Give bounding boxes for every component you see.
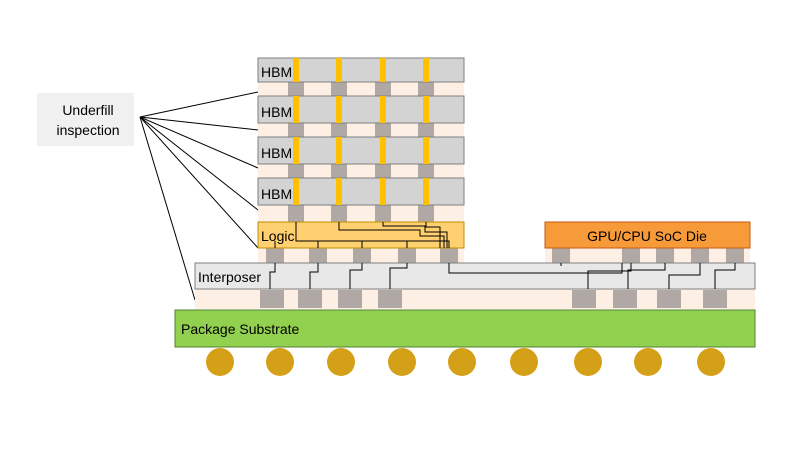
package-substrate: Package Substrate [174, 309, 756, 348]
hbm-die-2: HBM [257, 95, 465, 124]
hbm-die-3: HBM [257, 136, 465, 165]
underfill-callout-line2: inspection [56, 122, 119, 138]
gpu-cpu-soc-die: GPU/CPU SoC Die [544, 221, 751, 249]
hbm-die-4: HBM [257, 177, 465, 206]
callout-lines [139, 91, 259, 301]
hbm-label-4: HBM [261, 186, 292, 202]
solder-balls [206, 348, 725, 376]
hbm-die-1: HBM [257, 57, 465, 83]
underfill-callout-line1: Underfill [62, 102, 113, 118]
micro-bumps [266, 82, 744, 263]
hbm-label-1: HBM [261, 64, 292, 80]
hbm-label-2: HBM [261, 104, 292, 120]
c4-bumps [260, 290, 727, 308]
logic-die: Logic [257, 221, 465, 249]
hbm-label-3: HBM [261, 145, 292, 161]
gpu-cpu-soc-label: GPU/CPU SoC Die [587, 228, 707, 244]
interposer: Interposer [194, 262, 756, 290]
underfill-callout-box [37, 93, 134, 146]
hbm-stack: HBM HBM HBM HBM [257, 57, 465, 206]
interposer-label: Interposer [198, 269, 261, 285]
package-substrate-label: Package Substrate [181, 321, 300, 337]
logic-label: Logic [261, 228, 294, 244]
